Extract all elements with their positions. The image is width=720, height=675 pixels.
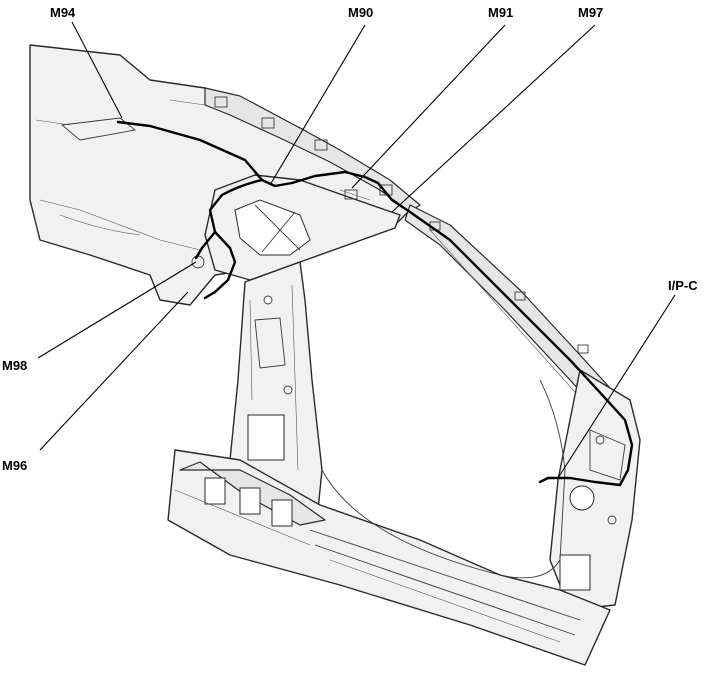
harness-a-pillar-run	[408, 210, 634, 487]
leader-ipc	[557, 294, 676, 479]
label-m98: M98	[2, 358, 27, 373]
leader-m91	[351, 24, 506, 189]
b-pillar-top-bracket	[191, 174, 401, 281]
leader-m97	[391, 24, 596, 213]
front-hinge-pillar	[549, 369, 641, 611]
door-opening-edge	[321, 379, 566, 579]
label-ipc: I/P-C	[668, 278, 698, 293]
leader-m90	[269, 24, 366, 186]
label-m94: M94	[50, 5, 76, 20]
b-pillar	[229, 261, 323, 511]
label-m90: M90	[348, 5, 373, 20]
label-m91: M91	[488, 5, 513, 20]
leader-lines	[37, 21, 676, 479]
label-m96: M96	[2, 458, 27, 473]
harness-roof-run	[116, 120, 412, 214]
rocker-sill	[167, 449, 611, 666]
harness-b-pillar-drop	[203, 178, 264, 300]
harness-m98-branch	[194, 230, 217, 260]
label-m97: M97	[578, 5, 603, 20]
wiring-harness	[116, 120, 634, 487]
leader-m94	[71, 21, 123, 119]
leader-m98	[37, 261, 197, 359]
leader-m96	[39, 291, 189, 451]
